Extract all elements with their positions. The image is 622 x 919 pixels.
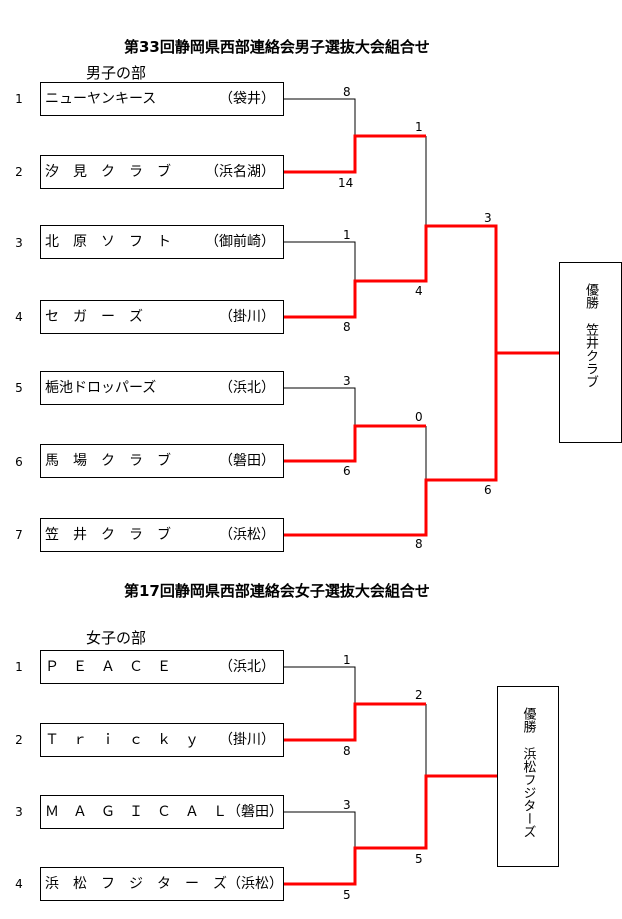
team-name: 北 原 ソ フ ト [45,234,171,250]
boys-win-team7 [284,351,559,537]
girls-champion-team: 浜松フジターズ [520,747,536,838]
team-name: Ｍ Ａ Ｇ Ｉ Ｃ Ａ Ｌ [45,804,227,820]
girls-team-box-3: Ｍ Ａ Ｇ Ｉ Ｃ Ａ Ｌ （磐田） [40,795,284,829]
girls-seed-4: 4 [15,877,23,891]
boys-line-team3 [284,241,356,281]
girls-champion-label: 優勝 [520,707,536,733]
boys-score-r1-team4: 8 [343,320,351,334]
team-area: （浜北） [219,380,275,396]
team-name: ニューヤンキース [45,91,157,107]
boys-score-r1-team3: 1 [343,228,351,242]
girls-score-r1-team2: 8 [343,744,351,758]
girls-score-final-top: 2 [415,688,423,702]
boys-seed-1: 1 [15,92,23,106]
girls-team-box-4: 浜 松 フ ジ タ ー ズ （浜松） [40,867,284,901]
boys-score-semi1-bottom: 4 [415,284,423,298]
boys-champion-label: 優勝 [583,283,598,309]
team-area: （浜松） [219,527,275,543]
boys-score-semi2-top: 0 [415,410,423,424]
boys-score-semi2-bottom: 8 [415,537,423,551]
boys-title: 第33回静岡県西部連絡会男子選抜大会組合せ [124,38,430,56]
boys-team-box-5: 梔池ドロッパーズ （浜北） [40,371,284,405]
team-area: （浜松） [227,876,283,892]
girls-score-final-bottom: 5 [415,852,423,866]
boys-champion-box: 優勝 笠井クラブ [559,262,622,443]
boys-seed-6: 6 [15,455,23,469]
boys-score-final-top: 3 [484,211,492,225]
boys-seed-5: 5 [15,381,23,395]
boys-line-team5 [284,387,356,426]
team-area: （磐田） [219,453,275,469]
girls-title: 第17回静岡県西部連絡会女子選抜大会組合せ [124,582,430,600]
team-area: （袋井） [219,91,275,107]
boys-win-team2 [284,134,426,174]
boys-win-team4 [284,224,498,353]
team-name: Ｔ ｒ ｉ ｃ ｋ ｙ [45,732,199,748]
girls-score-r1-team1: 1 [343,653,351,667]
boys-team-box-4: セ ガ ー ズ （掛川） [40,300,284,334]
boys-bracket-losing-lines [284,98,427,480]
girls-team-box-1: Ｐ Ｅ Ａ Ｃ Ｅ （浜北） [40,650,284,684]
team-name: 笠 井 ク ラ ブ [45,527,171,543]
boys-seed-2: 2 [15,165,23,179]
girls-seed-3: 3 [15,805,23,819]
boys-team-box-2: 汐 見 ク ラ ブ （浜名湖） [40,155,284,189]
boys-team-box-6: 馬 場 ク ラ ブ （磐田） [40,444,284,478]
girls-bracket-winning-lines [284,702,497,886]
boys-score-semi1-top: 1 [415,120,423,134]
team-area: （掛川） [219,309,275,325]
team-name: 浜 松 フ ジ タ ー ズ [45,876,227,892]
boys-bracket-winning-lines [284,134,559,537]
boys-team-box-3: 北 原 ソ フ ト （御前崎） [40,225,284,259]
boys-score-r1-team5: 3 [343,374,351,388]
team-area: （浜北） [219,659,275,675]
boys-score-final-bottom: 6 [484,483,492,497]
boys-seed-7: 7 [15,528,23,542]
boys-seed-3: 3 [15,236,23,250]
girls-win-team4 [284,774,497,886]
girls-seed-2: 2 [15,733,23,747]
boys-team-box-1: ニューヤンキース （袋井） [40,82,284,116]
team-area: （掛川） [219,732,275,748]
girls-line-team3 [284,811,356,848]
girls-line-team1 [284,666,356,704]
boys-win-team6 [284,424,426,463]
boys-champion-team: 笠井クラブ [583,323,598,388]
team-name: 梔池ドロッパーズ [45,380,157,396]
boys-score-r1-team2: 14 [338,176,354,190]
girls-win-team2 [284,702,426,742]
boys-score-r1-team6: 6 [343,464,351,478]
boys-team-box-7: 笠 井 ク ラ ブ （浜松） [40,518,284,552]
boys-seed-4: 4 [15,310,23,324]
boys-line-team1 [284,98,356,136]
girls-score-r1-team3: 3 [343,798,351,812]
boys-section-label: 男子の部 [86,64,147,82]
girls-bracket-losing-lines [284,666,427,848]
team-name: 馬 場 ク ラ ブ [45,453,171,469]
girls-team-box-2: Ｔ ｒ ｉ ｃ ｋ ｙ （掛川） [40,723,284,757]
girls-section-label: 女子の部 [86,629,147,647]
team-area: （磐田） [227,804,283,820]
girls-seed-1: 1 [15,660,23,674]
team-area: （御前崎） [205,234,275,250]
girls-champion-box: 優勝 浜松フジターズ [497,686,559,867]
team-area: （浜名湖） [205,164,275,180]
team-name: Ｐ Ｅ Ａ Ｃ Ｅ [45,659,171,675]
team-name: 汐 見 ク ラ ブ [45,164,171,180]
boys-score-r1-team1: 8 [343,85,351,99]
girls-score-r1-team4: 5 [343,888,351,902]
team-name: セ ガ ー ズ [45,309,143,325]
